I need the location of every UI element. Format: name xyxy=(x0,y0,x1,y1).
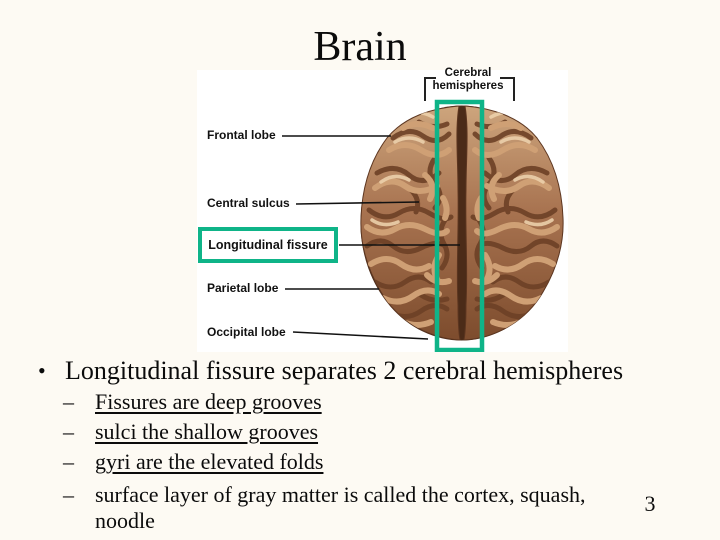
slide-title: Brain xyxy=(313,24,407,70)
label-longitudinal-fissure: Longitudinal fissure xyxy=(208,238,328,252)
dash-marker: – xyxy=(63,482,74,507)
dash-marker: – xyxy=(63,449,74,474)
page-number: 3 xyxy=(644,491,656,516)
bullet-marker: • xyxy=(38,358,46,383)
sub-bullet-text: sulci the shallow grooves xyxy=(95,419,319,444)
label-longitudinal-fissure-box: Longitudinal fissure xyxy=(198,227,338,263)
sub-bullet-cortex: – surface layer of gray matter is called… xyxy=(0,482,680,534)
label-frontal-lobe: Frontal lobe xyxy=(207,128,276,142)
brain-illustration xyxy=(282,77,564,352)
brain-figure: Cerebral hemispheres Frontal lobe Centra… xyxy=(197,67,568,352)
dash-marker: – xyxy=(63,389,74,414)
sub-bullet-line1: surface layer of gray matter is called t… xyxy=(95,482,586,507)
sub-bullet-sulci: – sulci the shallow grooves xyxy=(0,418,680,446)
sub-bullet-text: surface layer of gray matter is called t… xyxy=(95,482,586,534)
sub-bullet-gyri: – gyri are the elevated folds xyxy=(0,448,680,476)
label-occipital-lobe: Occipital lobe xyxy=(207,325,286,339)
label-cerebral-line2: hemispheres xyxy=(432,80,504,92)
main-bullet: • Longitudinal fissure separates 2 cereb… xyxy=(0,356,680,386)
label-parietal-lobe: Parietal lobe xyxy=(207,281,279,295)
label-cerebral-hemispheres: Cerebral hemispheres xyxy=(408,67,528,93)
fissure-highlight-rect xyxy=(434,99,485,352)
dash-marker: – xyxy=(63,419,74,444)
leader-lines xyxy=(282,135,460,340)
sub-bullet-line2: noodle xyxy=(95,508,155,533)
main-bullet-text: Longitudinal fissure separates 2 cerebra… xyxy=(65,356,624,385)
bullet-list: • Longitudinal fissure separates 2 cereb… xyxy=(0,356,680,534)
sub-bullet-text: gyri are the elevated folds xyxy=(95,449,324,474)
label-central-sulcus: Central sulcus xyxy=(207,196,290,210)
sub-bullet-text: Fissures are deep grooves xyxy=(95,389,322,414)
sub-bullet-fissures: – Fissures are deep grooves xyxy=(0,388,680,416)
cerebral-bracket xyxy=(424,77,515,101)
label-cerebral-line1: Cerebral xyxy=(444,67,492,79)
